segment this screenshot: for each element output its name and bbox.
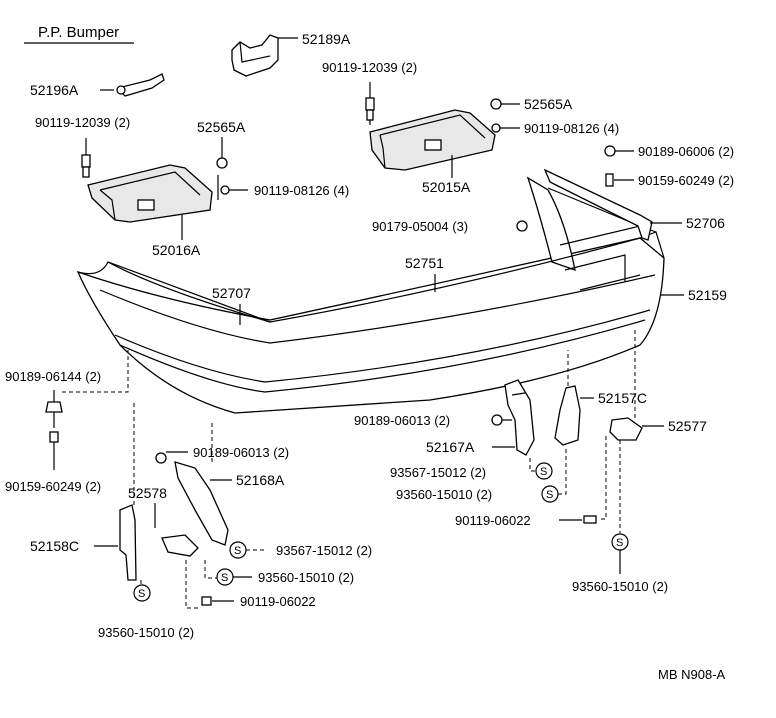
label-90179-05004: 90179-05004 (3)	[372, 219, 468, 234]
dash-left-clip	[62, 350, 129, 393]
label-90119-06022-right: 90119-06022	[455, 513, 531, 528]
label-90159-60249-left: 90159-60249 (2)	[5, 479, 101, 494]
bolt-90119-08126-right	[491, 123, 501, 133]
nut-90179-05004	[516, 220, 528, 232]
label-93560-15010-a: 93560-15010 (2)	[396, 487, 492, 502]
bumper-cover-52159	[76, 231, 665, 414]
grommet-93567-15012-right	[535, 462, 553, 480]
label-90119-08126-left: 90119-08126 (4)	[254, 183, 349, 198]
label-90189-06006: 90189-06006 (2)	[638, 144, 734, 159]
label-93560-15010-b: 93560-15010 (2)	[258, 570, 354, 585]
edge-strip-52751	[107, 237, 641, 323]
diagram-title: P.P. Bumper	[38, 24, 119, 41]
bracket-52167A	[504, 379, 535, 456]
label-52196A: 52196A	[30, 82, 79, 98]
label-93560-15010-c: 93560-15010 (2)	[572, 579, 668, 594]
nut-52565A-left	[216, 157, 228, 169]
label-52159: 52159	[688, 287, 727, 303]
label-52751: 52751	[405, 255, 444, 271]
label-52565A-left: 52565A	[197, 119, 246, 135]
svg-text:S: S	[546, 489, 553, 501]
label-52565A-right: 52565A	[524, 96, 573, 112]
label-52707: 52707	[212, 285, 251, 301]
clip-90189-06013-right	[491, 414, 503, 426]
label-52157C: 52157C	[598, 390, 647, 406]
bolt-90119-12039-right	[365, 82, 375, 125]
bracket-52578	[161, 534, 199, 557]
label-90159-60249-right: 90159-60249 (2)	[638, 173, 734, 188]
bumper-inner-structure	[559, 225, 641, 291]
label-52706: 52706	[686, 215, 725, 231]
label-90119-06022-left: 90119-06022	[240, 594, 316, 609]
clip-90189-06013-left	[155, 452, 167, 464]
label-93567-15012-left: 93567-15012 (2)	[276, 543, 372, 558]
footer-code: MB N908-A	[658, 667, 726, 682]
screw-90119-06022-right	[583, 515, 597, 524]
clip-90189-06006	[604, 145, 616, 157]
label-90189-06013-left: 90189-06013 (2)	[193, 445, 289, 460]
grommet-93560-15010-left	[133, 584, 151, 602]
svg-text:S: S	[221, 572, 228, 584]
screw-90119-06022-left	[201, 596, 212, 606]
clip-90189-06144	[45, 390, 63, 428]
nut-52565A-right	[490, 98, 502, 110]
bracket-52189A	[231, 34, 279, 77]
bolt-90119-12039-left	[81, 138, 91, 178]
bracket-52577	[609, 417, 643, 441]
bracket-52168A	[174, 461, 229, 546]
bolt-90159-60249-left	[49, 431, 59, 470]
label-90189-06013-right: 90189-06013 (2)	[354, 413, 450, 428]
svg-text:S: S	[234, 545, 241, 557]
label-52168A: 52168A	[236, 472, 285, 488]
label-52578: 52578	[128, 485, 167, 501]
label-93567-15012-right: 93567-15012 (2)	[390, 465, 486, 480]
svg-text:S: S	[540, 466, 547, 478]
label-52577: 52577	[668, 418, 707, 434]
label-90189-06144: 90189-06144 (2)	[5, 369, 101, 384]
svg-text:S: S	[138, 588, 145, 600]
retainer-52706	[543, 168, 653, 241]
label-52015A: 52015A	[422, 179, 471, 195]
bracket-52016A	[87, 164, 213, 223]
label-52189A: 52189A	[302, 31, 351, 47]
bracket-52015A	[369, 109, 496, 171]
label-52016A: 52016A	[152, 242, 201, 258]
label-90119-08126-right: 90119-08126 (4)	[524, 121, 619, 136]
label-93560-15010-d: 93560-15010 (2)	[98, 625, 194, 640]
bolt-90119-08126-left	[220, 185, 230, 195]
bolt-90159-60249-right	[605, 173, 614, 187]
label-52158C: 52158C	[30, 538, 79, 554]
label-90119-12039-left: 90119-12039 (2)	[35, 115, 130, 130]
svg-text:S: S	[616, 537, 623, 549]
bracket-52158C	[119, 504, 137, 581]
label-52167A: 52167A	[426, 439, 475, 455]
label-90119-12039-right: 90119-12039 (2)	[322, 60, 417, 75]
bracket-52196A	[116, 73, 165, 97]
bracket-52157C	[554, 385, 581, 446]
